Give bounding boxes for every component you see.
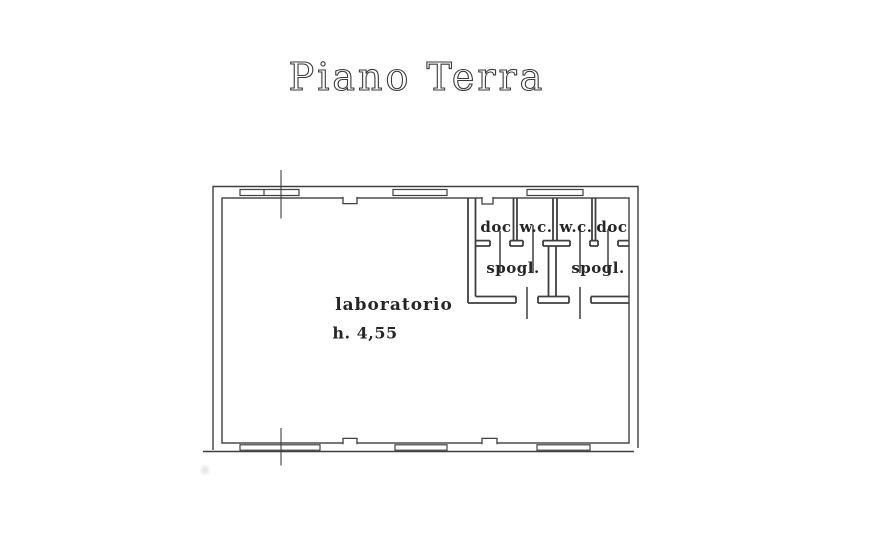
page-title: Piano Terra	[289, 55, 546, 99]
room-label-doc-right: doc	[596, 218, 628, 236]
scan-artifact-dot	[199, 464, 211, 476]
service-block-walls	[467, 198, 629, 304]
room-height-annotation: h. 4,55	[332, 323, 398, 343]
room-label-spogliatoio-right: spogl.	[571, 259, 625, 277]
title-area: Piano Terra	[288, 54, 546, 99]
wall-notches	[342, 196, 498, 445]
window-markings	[239, 188, 591, 451]
room-label-wc-right: w.c.	[559, 218, 593, 236]
room-label-laboratorio: laboratorio	[335, 295, 453, 315]
building-perimeter-walls	[203, 185, 639, 453]
room-label-spogliatoio-left: spogl.	[486, 259, 540, 277]
room-label-wc-left: w.c.	[519, 218, 553, 236]
door-leaf-lines	[499, 225, 609, 319]
room-label-doc-left: doc	[480, 218, 512, 236]
